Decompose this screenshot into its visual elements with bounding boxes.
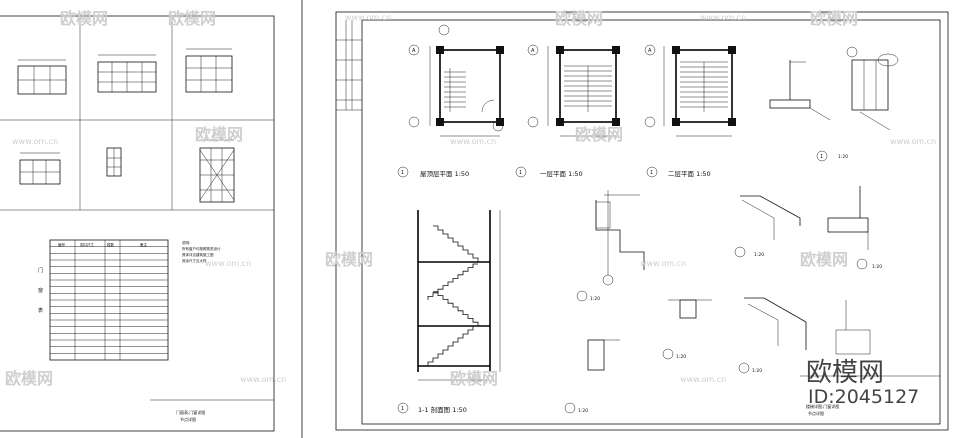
axis-label: A — [648, 48, 652, 54]
left-sheet: 编号 洞口尺寸 樘数 备注 门 窗 表 说明: 所有窗户均按照规范设计 具体详见… — [0, 0, 303, 438]
watermark-site: www.om.cn — [680, 375, 726, 384]
stair-section — [417, 210, 501, 381]
window-elevation — [185, 48, 233, 93]
step-detail — [595, 190, 645, 286]
index-number: 1 — [519, 170, 522, 176]
window-elevation — [97, 54, 157, 93]
logo-text: 欧模网 — [806, 358, 884, 388]
watermark-brand: 欧模网 — [450, 369, 498, 388]
window-elevation — [17, 59, 67, 95]
detail-scale: 1:20 — [872, 264, 882, 270]
note-line: 其余尺寸见大样 — [182, 258, 207, 263]
index-number: 1 — [650, 170, 653, 176]
stair-plan-roof — [408, 24, 504, 137]
section-label: 1-1 剖面图 1:50 — [418, 405, 467, 414]
detail-scale: 1:20 — [754, 252, 764, 258]
right-sheet-inner-border — [361, 19, 941, 425]
axis-label: A — [412, 48, 416, 54]
watermark-site: www.om.cn — [240, 375, 286, 384]
watermark-site: www.om.cn — [700, 13, 746, 22]
title-block-line: 节点详图 — [808, 410, 824, 416]
col-header-count: 樘数 — [107, 242, 114, 247]
binding-strip — [336, 20, 362, 111]
schedule-table: 编号 洞口尺寸 樘数 备注 门 窗 表 — [38, 239, 169, 361]
plan-label-second: 二层平面 1:50 — [668, 170, 711, 178]
index-number: 1 — [401, 406, 404, 412]
title-block-line: 门窗表,门窗详图 — [176, 409, 205, 415]
detail-bubble — [576, 290, 588, 302]
left-title-block: 门窗表,门窗详图 节点详图 — [150, 399, 274, 422]
col-header-size: 洞口尺寸 — [80, 242, 94, 247]
window-elevation — [19, 152, 61, 185]
edge-detail — [662, 299, 712, 360]
stair-plan-first-floor — [527, 44, 620, 137]
stair-plan-second-floor — [644, 44, 736, 137]
note-line: 具体详见建筑施工图 — [182, 252, 214, 257]
watermark-brand: 欧模网 — [575, 125, 623, 144]
detail-scale: 1:20 — [752, 368, 762, 374]
id-text: ID:2045127 — [808, 386, 919, 408]
watermark-brand: 欧模网 — [60, 9, 108, 28]
note-line: 所有窗户均按照规范设计 — [182, 246, 221, 251]
watermark-brand: 欧模网 — [5, 369, 53, 388]
small-step-detail — [564, 339, 620, 414]
watermark-site: www.om.cn — [890, 137, 936, 146]
door-elevation — [199, 139, 235, 203]
door-elevation — [106, 147, 122, 177]
plan-label-first: 一层平面 1:50 — [540, 170, 583, 178]
note-line: 说明: — [182, 240, 190, 245]
detail-scale: 1:20 — [590, 296, 600, 302]
watermark-brand: 欧模网 — [810, 9, 858, 28]
right-title-block: 楼梯详图,门窗详图 节点详图 — [800, 375, 940, 416]
right-sheet-outer-border — [335, 11, 949, 431]
brand-logo: 欧模网 ID:2045127 — [806, 358, 919, 408]
watermark-brand: 欧模网 — [555, 9, 603, 28]
index-number: 1 — [820, 154, 823, 160]
watermark-layer: 欧模网 欧模网 欧模网 欧模网 欧模网 欧模网 欧模网 欧模网 欧模网 欧模网 … — [5, 9, 936, 388]
watermark-site: www.om.cn — [640, 259, 686, 268]
nosing-detail — [734, 195, 801, 258]
side-label-char: 表 — [38, 307, 43, 314]
side-label-char: 窗 — [38, 287, 43, 294]
watermark-brand: 欧模网 — [168, 9, 216, 28]
landing-detail — [827, 186, 869, 270]
axis-label: A — [531, 48, 535, 54]
watermark-brand: 欧模网 — [195, 125, 243, 144]
watermark-site: www.om.cn — [12, 137, 58, 146]
col-header-note: 备注 — [140, 242, 147, 247]
right-sheet: 1 1 1 1 1 A A A 屋顶层平面 1:50 一层平面 1:50 二层平… — [335, 11, 949, 431]
watermark-site: www.om.cn — [205, 259, 251, 268]
detail-scale: 1:20 — [838, 154, 848, 160]
detail-scale: 1:20 — [578, 408, 588, 414]
index-bubbles: 1 1 1 1 1 A A A — [397, 48, 828, 414]
watermark-site: www.om.cn — [345, 13, 391, 22]
detail-scale: 1:20 — [676, 354, 686, 360]
balustrade-detail — [738, 297, 871, 374]
title-block-line: 节点详图 — [180, 416, 196, 422]
watermark-site: www.om.cn — [450, 137, 496, 146]
watermark-brand: 欧模网 — [800, 250, 848, 269]
plan-label-roof: 屋顶层平面 1:50 — [420, 170, 469, 178]
side-label-char: 门 — [38, 267, 43, 274]
col-header-code: 编号 — [58, 242, 65, 247]
title-block-line: 楼梯详图,门窗详图 — [806, 403, 839, 409]
railing-detail — [769, 46, 899, 131]
side-notes: 说明: 所有窗户均按照规范设计 具体详见建筑施工图 其余尺寸见大样 — [182, 240, 221, 263]
index-number: 1 — [401, 170, 404, 176]
watermark-brand: 欧模网 — [325, 250, 373, 269]
left-sheet-border — [0, 15, 275, 432]
